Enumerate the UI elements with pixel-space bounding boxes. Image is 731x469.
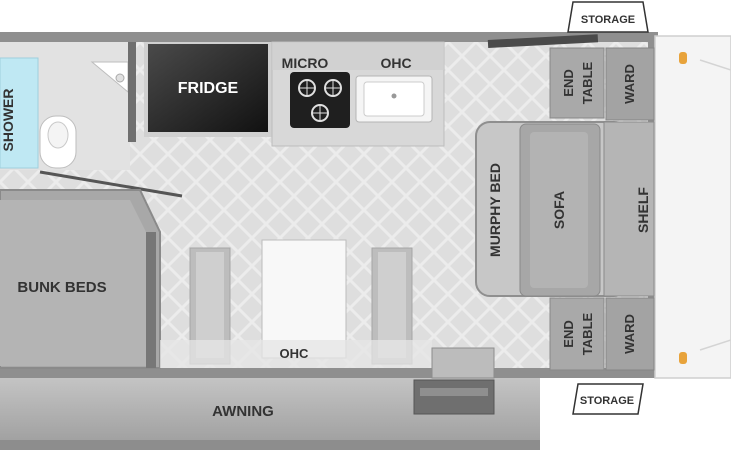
cooktop — [290, 72, 350, 128]
entry-door — [413, 347, 495, 415]
shower — [0, 57, 39, 169]
marker-light-top — [679, 52, 687, 64]
end-table-bottom-line1: END — [561, 320, 576, 347]
shelf-label: SHELF — [635, 187, 651, 233]
end-table-bottom-line2: TABLE — [580, 312, 595, 355]
wardrobe-bottom: WARD — [605, 297, 655, 371]
wardrobe-top: WARD — [605, 47, 655, 121]
ohc-bottom-label: OHC — [280, 346, 310, 361]
bathroom-door — [39, 170, 183, 198]
storage-compartment-top: STORAGE — [567, 1, 649, 33]
entry-window-top — [487, 34, 599, 48]
ward-bottom-label: WARD — [622, 314, 637, 354]
sofa-label: SOFA — [551, 191, 567, 229]
storage-bottom-label: STORAGE — [580, 395, 634, 407]
shower-label: SHOWER — [0, 89, 16, 152]
end-table-top-line1: END — [561, 69, 576, 96]
storage-compartment-bottom: STORAGE — [572, 383, 644, 415]
bunk-beds-label: BUNK BEDS — [17, 279, 106, 296]
shelf: SHELF — [603, 121, 655, 297]
bunk-beds: BUNK BEDS — [0, 189, 161, 369]
kitchen-sink — [355, 75, 433, 123]
end-table-top: END TABLE — [549, 47, 605, 119]
bathroom: SHOWER — [0, 42, 183, 198]
storage-top-label: STORAGE — [581, 14, 635, 26]
murphy-bed-sofa: MURPHY BED SOFA — [475, 121, 629, 297]
micro-label: MICRO — [282, 55, 329, 71]
front-cap — [654, 35, 731, 379]
ohc-top-label: OHC — [380, 55, 411, 71]
dinette: OHC — [160, 239, 432, 368]
interior-wall-lower — [146, 232, 156, 368]
fridge: FRIDGE — [144, 42, 272, 137]
end-table-bottom: END TABLE — [549, 297, 605, 371]
ohc-bottom-cabinet — [160, 340, 432, 368]
bathroom-wall — [128, 42, 136, 142]
kitchen-counter: MICRO OHC — [271, 41, 445, 147]
dinette-table — [261, 239, 347, 359]
end-table-top-line2: TABLE — [580, 61, 595, 104]
awning: AWNING — [0, 378, 540, 450]
murphy-bed-label: MURPHY BED — [487, 163, 503, 257]
marker-light-bottom — [679, 352, 687, 364]
ward-top-label: WARD — [622, 64, 637, 104]
fridge-label: FRIDGE — [178, 80, 239, 97]
awning-label: AWNING — [212, 403, 274, 420]
toilet — [39, 115, 77, 169]
